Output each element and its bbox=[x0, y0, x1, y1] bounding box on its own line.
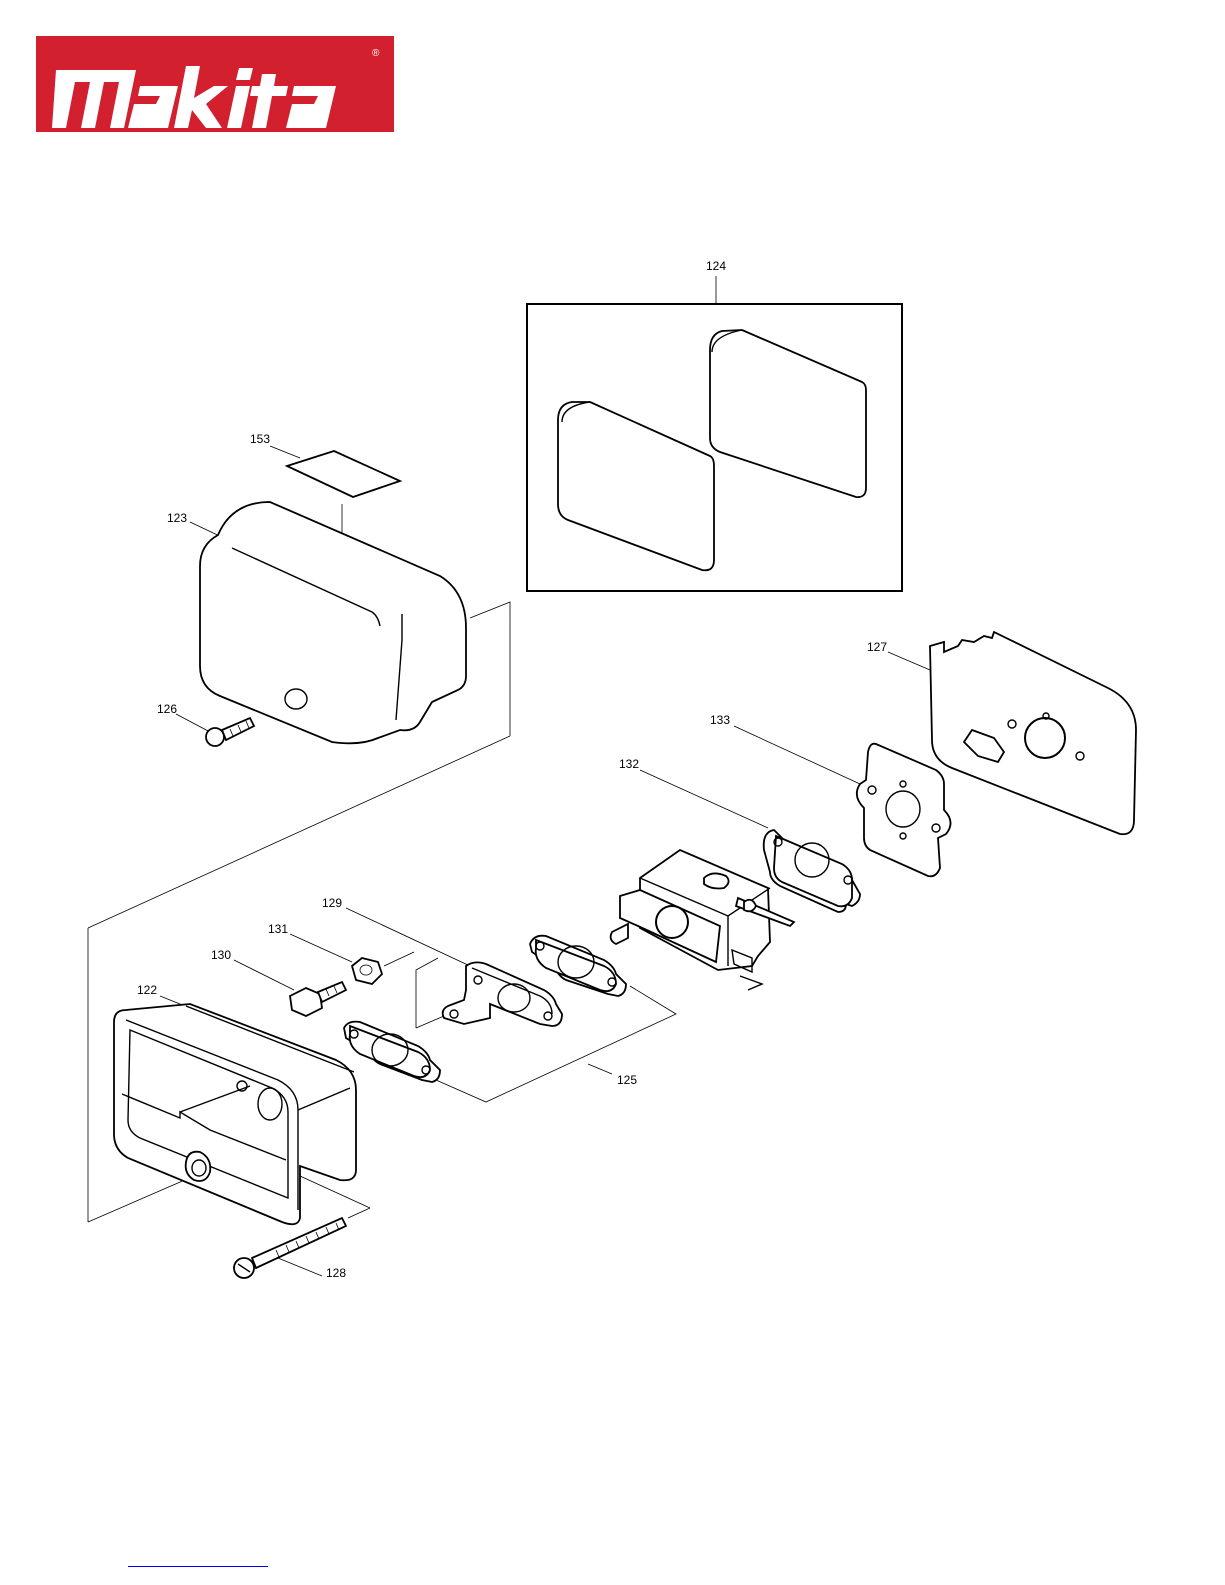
nut-131 bbox=[290, 934, 414, 984]
registered-mark: ® bbox=[372, 48, 380, 59]
callout-123: 123 bbox=[167, 511, 187, 525]
callout-130: 130 bbox=[211, 948, 231, 962]
gasket-front bbox=[530, 936, 626, 996]
callout-125: 125 bbox=[617, 1073, 637, 1087]
callout-128: 128 bbox=[326, 1266, 346, 1280]
carburetor bbox=[611, 850, 794, 990]
callout-131: 131 bbox=[268, 922, 288, 936]
callout-129: 129 bbox=[322, 896, 342, 910]
gasket-rear bbox=[344, 1022, 440, 1082]
air-cleaner-cover-123 bbox=[190, 502, 510, 743]
makita-logo: ® bbox=[36, 36, 394, 132]
callout-127: 127 bbox=[867, 640, 887, 654]
callout-132: 132 bbox=[619, 757, 639, 771]
callout-124: 124 bbox=[706, 259, 726, 273]
callout-153: 153 bbox=[250, 432, 270, 446]
footer-link-underline[interactable] bbox=[128, 1566, 268, 1567]
air-filter-set-124 bbox=[527, 276, 902, 591]
screw-126 bbox=[176, 714, 254, 746]
air-cleaner-base-122 bbox=[114, 996, 370, 1224]
callout-133: 133 bbox=[710, 713, 730, 727]
callout-122: 122 bbox=[137, 983, 157, 997]
stud-bolt-130 bbox=[234, 960, 346, 1016]
callout-126: 126 bbox=[157, 702, 177, 716]
